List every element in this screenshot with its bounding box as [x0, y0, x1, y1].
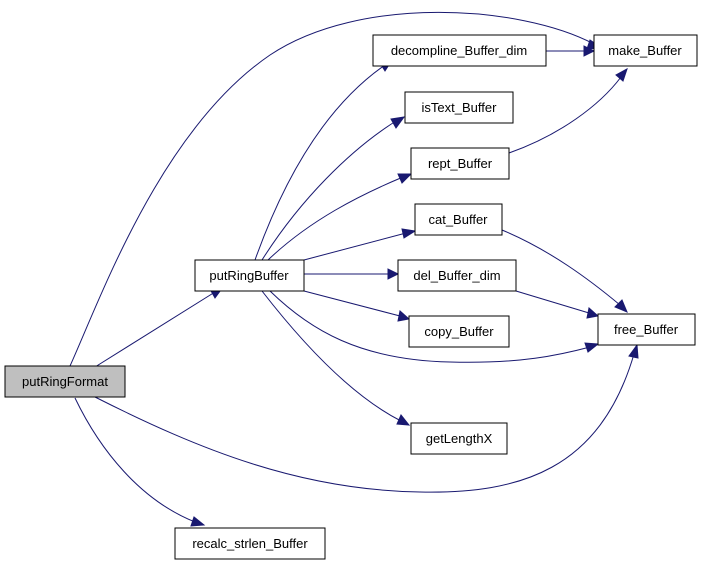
node-label-rept_Buffer: rept_Buffer [428, 156, 493, 171]
node-copy_Buffer[interactable]: copy_Buffer [408, 315, 510, 348]
node-label-cat_Buffer: cat_Buffer [428, 212, 488, 227]
node-decompline_Buffer_dim[interactable]: decompline_Buffer_dim [372, 34, 547, 67]
nodes-layer: putRingFormat putRingBuffer recalc_strle… [4, 34, 698, 560]
node-putRingFormat[interactable]: putRingFormat [4, 365, 126, 398]
edge-cat_Buffer-free_Buffer [501, 229, 628, 313]
node-label-copy_Buffer: copy_Buffer [424, 324, 494, 339]
node-label-free_Buffer: free_Buffer [614, 322, 679, 337]
node-label-decompline_Buffer_dim: decompline_Buffer_dim [391, 43, 527, 58]
node-label-recalc_strlen_Buffer: recalc_strlen_Buffer [192, 536, 308, 551]
edge-putRingBuffer-cat_Buffer [303, 228, 417, 261]
node-label-isText_Buffer: isText_Buffer [422, 100, 498, 115]
edge-putRingFormat-putRingBuffer [94, 286, 225, 368]
node-cat_Buffer[interactable]: cat_Buffer [414, 203, 503, 236]
edge-rept_Buffer-make_Buffer [508, 67, 628, 154]
node-free_Buffer[interactable]: free_Buffer [597, 313, 696, 346]
node-label-getLengthX: getLengthX [426, 431, 493, 446]
edge-putRingBuffer-getLengthX [261, 290, 411, 426]
node-getLengthX[interactable]: getLengthX [410, 422, 508, 455]
edge-putRingBuffer-del_Buffer_dim [304, 268, 400, 280]
edge-del_Buffer_dim-free_Buffer [515, 290, 600, 319]
node-del_Buffer_dim[interactable]: del_Buffer_dim [397, 259, 517, 292]
edge-putRingFormat-free_Buffer [94, 343, 639, 493]
node-label-putRingFormat: putRingFormat [22, 374, 108, 389]
edge-putRingBuffer-decompline_Buffer_dim [254, 59, 394, 261]
edge-putRingBuffer-copy_Buffer [303, 290, 411, 322]
edge-putRingFormat-recalc_strlen_Buffer [74, 397, 206, 527]
node-recalc_strlen_Buffer[interactable]: recalc_strlen_Buffer [174, 527, 326, 560]
edge-putRingBuffer-free_Buffer [269, 290, 600, 363]
edge-putRingBuffer-rept_Buffer [267, 173, 413, 261]
edges-layer [69, 11, 639, 527]
edge-putRingBuffer-isText_Buffer [261, 116, 406, 261]
node-label-putRingBuffer: putRingBuffer [209, 268, 289, 283]
node-putRingBuffer[interactable]: putRingBuffer [194, 259, 305, 292]
node-label-del_Buffer_dim: del_Buffer_dim [413, 268, 500, 283]
node-rept_Buffer[interactable]: rept_Buffer [410, 147, 510, 180]
node-isText_Buffer[interactable]: isText_Buffer [404, 91, 514, 124]
node-make_Buffer[interactable]: make_Buffer [593, 34, 698, 67]
node-label-make_Buffer: make_Buffer [608, 43, 682, 58]
edge-decompline_Buffer_dim-make_Buffer [546, 45, 596, 57]
